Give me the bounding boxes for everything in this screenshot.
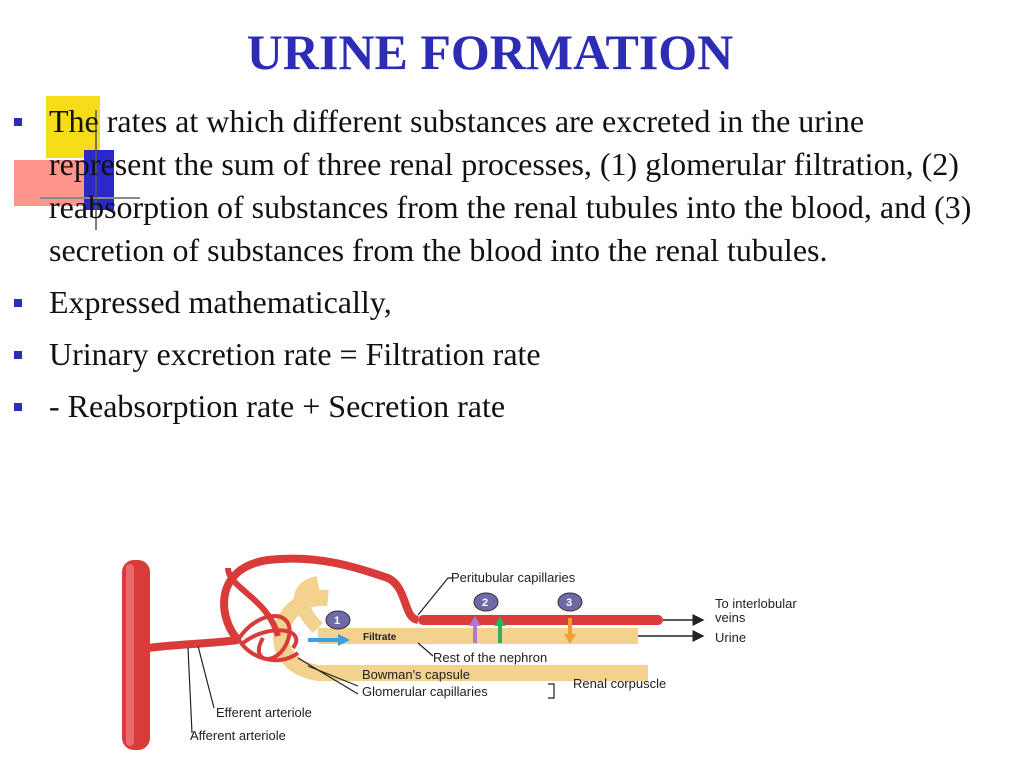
label-filtrate: Filtrate [363,632,397,643]
afferent-arteriole [147,636,239,652]
svg-text:2: 2 [482,597,488,609]
nephron-diagram: 1 2 3 Peritubular capillaries To interlo… [122,554,797,750]
tubule [318,628,638,644]
bullet-marker [14,118,22,126]
bullet-item: Urinary excretion rate = Filtration rate [14,333,989,376]
bullet-marker [14,299,22,307]
step-badge: 1 [325,610,351,630]
peritubular-capillary [418,615,663,625]
step-badge: 2 [473,592,499,612]
label-bowmans-capsule: Bowman's capsule [362,667,470,682]
label-afferent-arteriole: Afferent arteriole [190,728,286,743]
bowmans-capsule [273,589,648,681]
label-efferent-arteriole: Efferent arteriole [216,705,312,720]
label-renal-corpuscle: Renal corpuscle [573,676,666,691]
bullet-list: The rates at which different substances … [14,100,989,437]
svg-text:3: 3 [566,597,572,609]
efferent-arteriole [220,554,420,643]
slide-title: URINE FORMATION [246,24,734,80]
svg-text:1: 1 [334,615,340,627]
label-peritubular: Peritubular capillaries [451,570,576,585]
bullet-marker [14,403,22,411]
bullet-item: Expressed mathematically, [14,281,989,324]
bullet-item: - Reabsorption rate + Secretion rate [14,385,989,428]
glomerular-capillaries [236,614,300,663]
label-glomerular-capillaries: Glomerular capillaries [362,684,488,699]
label-rest-of-nephron: Rest of the nephron [433,650,547,665]
corner-decoration [14,96,140,230]
bullet-marker [14,351,22,359]
step-badge: 3 [557,592,583,612]
label-to-interlobular: To interlobular [715,596,797,611]
bullet-item: The rates at which different substances … [14,100,989,272]
label-urine: Urine [715,630,746,645]
label-veins: veins [715,610,746,625]
